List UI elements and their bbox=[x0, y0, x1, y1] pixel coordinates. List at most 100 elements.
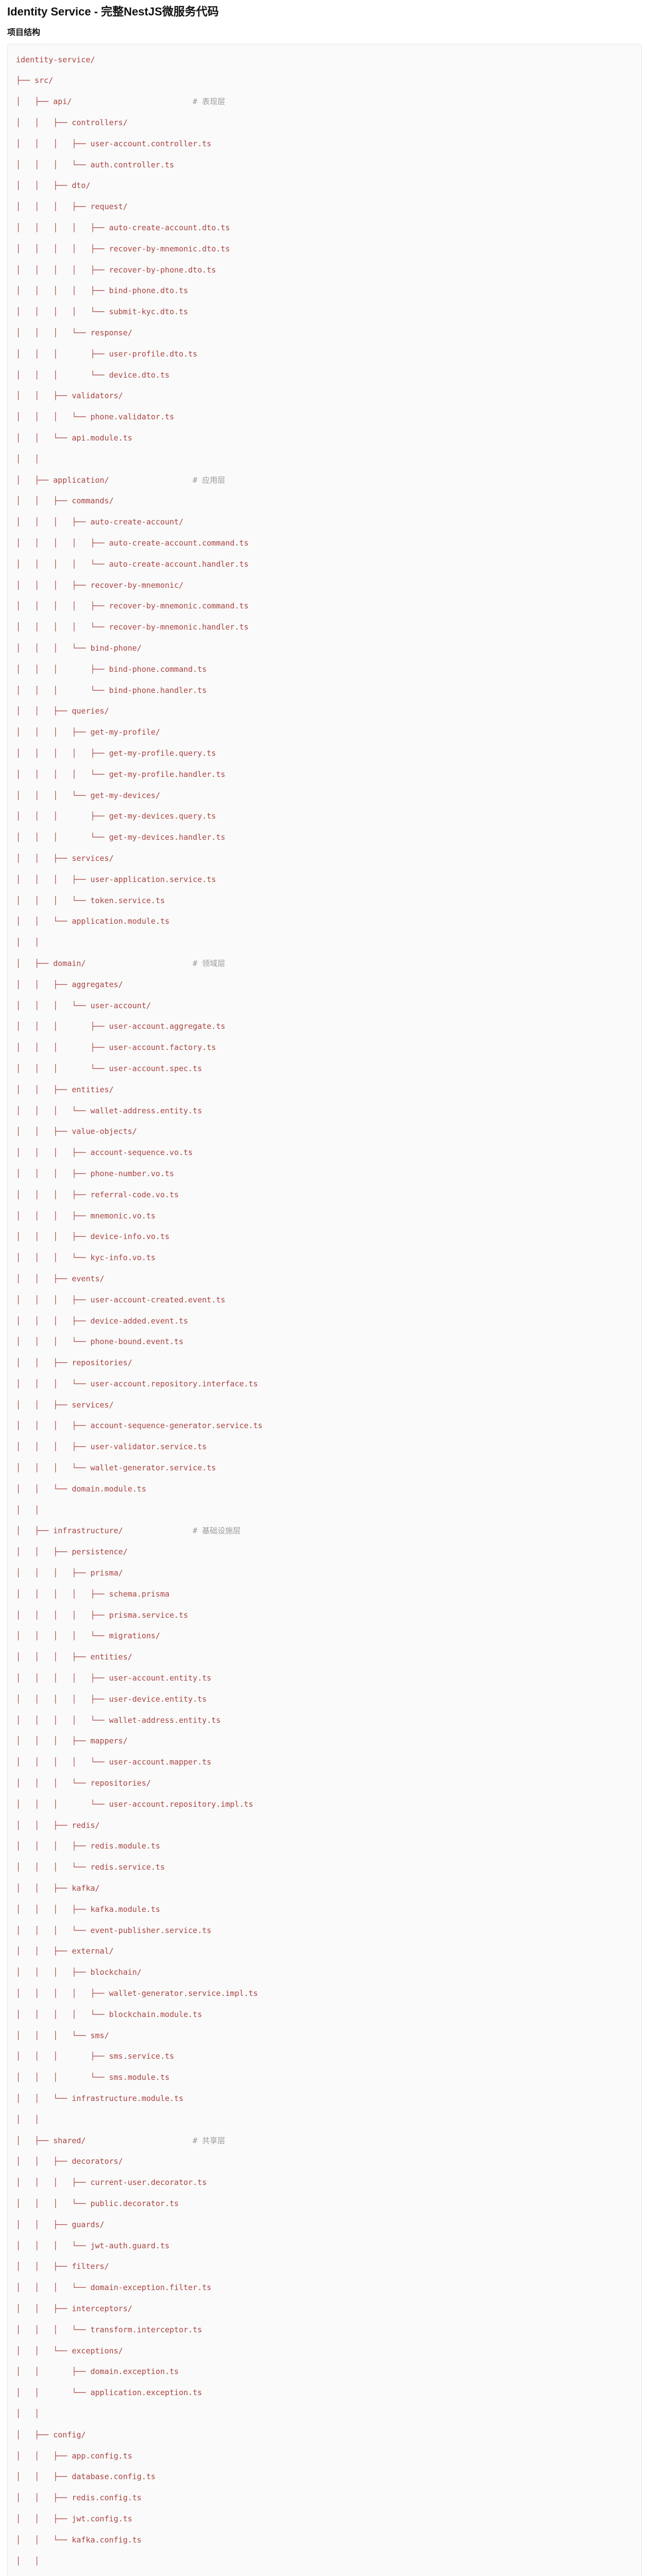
tree-line: │ │ │ └── wallet-generator.service.ts bbox=[16, 1463, 216, 1473]
tree-line: │ │ │ └── transform.interceptor.ts bbox=[16, 2325, 202, 2334]
tree-line: │ │ │ └── repositories/ bbox=[16, 1778, 151, 1788]
tree-line: │ │ │ ├── mnemonic.vo.ts bbox=[16, 1211, 156, 1221]
tree-line: │ │ ├── events/ bbox=[16, 1274, 105, 1283]
tree-line: │ │ ├── commands/ bbox=[16, 496, 114, 506]
tree-line: │ │ │ ├── current-user.decorator.ts bbox=[16, 2178, 207, 2188]
tree-line: │ │ └── api.module.ts bbox=[16, 433, 132, 443]
tree-comment: # 领域层 bbox=[193, 958, 226, 968]
tree-line: │ │ │ │ └── auto-create-account.handler.… bbox=[16, 559, 249, 569]
tree-line: │ │ │ └── event-publisher.service.ts bbox=[16, 1925, 212, 1935]
tree-line: │ │ │ └── response/ bbox=[16, 328, 132, 338]
tree-line: │ │ ├── jwt.config.ts bbox=[16, 2514, 132, 2523]
tree-line: │ │ │ │ ├── user-device.entity.ts bbox=[16, 1694, 207, 1704]
tree-line: │ │ ├── guards/ bbox=[16, 2219, 105, 2229]
tree-line: │ │ ├── external/ bbox=[16, 1946, 114, 1956]
tree-line: │ ├── infrastructure/ # 基础设施层 bbox=[16, 1526, 241, 1536]
tree-line: │ │ │ ├── referral-code.vo.ts bbox=[16, 1190, 179, 1199]
tree-line: │ │ ├── interceptors/ bbox=[16, 2303, 132, 2313]
tree-line: │ │ │ │ └── migrations/ bbox=[16, 1631, 160, 1641]
tree-line: │ ├── api/ # 表现层 bbox=[16, 97, 226, 107]
tree-line: │ │ │ ├── user-account.aggregate.ts bbox=[16, 1022, 226, 1031]
tree-line: │ │ │ ├── user-validator.service.ts bbox=[16, 1442, 207, 1452]
tree-line: │ │ │ ├── redis.module.ts bbox=[16, 1841, 160, 1851]
tree-line: │ │ │ ├── user-application.service.ts bbox=[16, 874, 216, 884]
tree-line: │ │ │ └── device.dto.ts bbox=[16, 370, 170, 380]
tree-line: │ │ │ ├── user-account-created.event.ts bbox=[16, 1295, 226, 1304]
tree-line: │ │ bbox=[16, 2114, 40, 2124]
tree-line: │ │ │ └── user-account.spec.ts bbox=[16, 1063, 202, 1073]
tree-line: │ │ │ └── user-account.repository.impl.t… bbox=[16, 1799, 253, 1809]
section-heading: 项目结构 bbox=[7, 28, 41, 37]
tree-line: │ │ └── application.exception.ts bbox=[16, 2388, 202, 2398]
tree-line: │ │ │ │ ├── recover-by-mnemonic.dto.ts bbox=[16, 244, 230, 253]
tree-line: │ │ │ │ ├── wallet-generator.service.imp… bbox=[16, 1989, 258, 1998]
tree-line: │ │ │ ├── entities/ bbox=[16, 1652, 132, 1662]
tree-line: │ │ ├── redis/ bbox=[16, 1820, 100, 1830]
tree-line: │ │ │ ├── device-info.vo.ts bbox=[16, 1232, 170, 1242]
tree-line: │ │ │ │ └── get-my-profile.handler.ts bbox=[16, 769, 226, 779]
tree-line: │ │ ├── services/ bbox=[16, 1400, 114, 1410]
tree-line: │ │ └── infrastructure.module.ts bbox=[16, 2093, 184, 2103]
tree-line: │ │ │ └── sms.module.ts bbox=[16, 2073, 170, 2082]
tree-line: │ │ │ ├── device-added.event.ts bbox=[16, 1316, 189, 1326]
tree-line: │ │ ├── redis.config.ts bbox=[16, 2493, 142, 2503]
tree-line: │ │ │ └── phone-bound.event.ts bbox=[16, 1337, 184, 1347]
tree-line: │ │ │ │ └── wallet-address.entity.ts bbox=[16, 1715, 221, 1725]
tree-line: │ │ │ └── domain-exception.filter.ts bbox=[16, 2283, 212, 2293]
tree-line: │ │ │ └── redis.service.ts bbox=[16, 1862, 165, 1872]
tree-line: │ │ ├── app.config.ts bbox=[16, 2451, 132, 2461]
tree-line: │ │ │ ├── account-sequence.vo.ts bbox=[16, 1148, 193, 1158]
tree-line: │ │ ├── value-objects/ bbox=[16, 1127, 137, 1137]
tree-line: │ │ │ └── auth.controller.ts bbox=[16, 160, 175, 170]
tree-line: │ │ │ │ ├── schema.prisma bbox=[16, 1589, 170, 1599]
tree-line: │ │ │ │ ├── recover-by-mnemonic.command.… bbox=[16, 601, 249, 611]
tree-line: │ │ └── domain.module.ts bbox=[16, 1484, 146, 1494]
tree-comment: # 应用层 bbox=[193, 475, 226, 485]
tree-line: │ │ │ ├── kafka.module.ts bbox=[16, 1904, 160, 1914]
tree-line: │ │ └── exceptions/ bbox=[16, 2346, 123, 2355]
tree-line: ├── src/ bbox=[16, 76, 54, 86]
tree-line: │ │ │ └── get-my-devices/ bbox=[16, 790, 160, 800]
tree-line: │ │ ├── database.config.ts bbox=[16, 2472, 156, 2482]
tree-line: │ │ │ ├── recover-by-mnemonic/ bbox=[16, 580, 184, 590]
tree-line: │ │ ├── kafka/ bbox=[16, 1884, 100, 1893]
tree-line: │ │ │ │ └── submit-kyc.dto.ts bbox=[16, 307, 189, 317]
tree-line: │ │ └── application.module.ts bbox=[16, 917, 170, 926]
tree-line: │ │ ├── persistence/ bbox=[16, 1547, 128, 1557]
tree-line: │ │ ├── dto/ bbox=[16, 181, 91, 191]
tree-line: │ │ bbox=[16, 938, 40, 947]
tree-line: │ │ │ │ ├── auto-create-account.dto.ts bbox=[16, 223, 230, 233]
tree-line: │ │ ├── decorators/ bbox=[16, 2157, 123, 2166]
tree-line: │ │ │ └── jwt-auth.guard.ts bbox=[16, 2241, 170, 2250]
tree-line: │ │ │ │ ├── recover-by-phone.dto.ts bbox=[16, 265, 216, 275]
tree-line: │ │ │ ├── user-profile.dto.ts bbox=[16, 349, 198, 359]
tree-line: │ │ ├── queries/ bbox=[16, 706, 109, 716]
tree-line: │ │ │ ├── get-my-devices.query.ts bbox=[16, 811, 216, 821]
tree-line: │ │ │ │ ├── user-account.entity.ts bbox=[16, 1673, 212, 1683]
tree-line: │ │ │ └── bind-phone.handler.ts bbox=[16, 685, 207, 695]
project-structure-code-block: identity-service/ ├── src/ │ ├── api/ # … bbox=[7, 43, 642, 2576]
tree-line: │ │ bbox=[16, 1505, 40, 1515]
tree-comment: # 共享层 bbox=[193, 2136, 226, 2145]
tree-line: │ │ │ ├── sms.service.ts bbox=[16, 2052, 175, 2061]
tree-comment: # 表现层 bbox=[193, 97, 226, 107]
tree-line: │ │ │ ├── auto-create-account/ bbox=[16, 517, 184, 527]
tree-line: │ │ │ ├── mappers/ bbox=[16, 1736, 128, 1746]
tree-line: │ │ │ └── bind-phone/ bbox=[16, 643, 142, 653]
tree-line: identity-service/ bbox=[16, 55, 95, 64]
tree-line: │ │ │ ├── bind-phone.command.ts bbox=[16, 664, 207, 674]
tree-line: │ ├── domain/ # 领域层 bbox=[16, 958, 226, 968]
tree-line: │ ├── application/ # 应用层 bbox=[16, 475, 226, 485]
tree-line: │ │ │ ├── phone-number.vo.ts bbox=[16, 1168, 175, 1178]
tree-line: │ ├── shared/ # 共享层 bbox=[16, 2136, 226, 2145]
tree-line: │ │ bbox=[16, 2556, 40, 2566]
tree-line: │ │ │ ├── account-sequence-generator.ser… bbox=[16, 1421, 263, 1431]
tree-line: │ │ │ ├── request/ bbox=[16, 202, 128, 212]
tree-line: │ │ │ └── token.service.ts bbox=[16, 895, 165, 905]
tree-line: │ │ bbox=[16, 454, 40, 464]
tree-line: │ │ └── kafka.config.ts bbox=[16, 2535, 142, 2545]
tree-line: │ │ │ └── phone.validator.ts bbox=[16, 412, 175, 422]
tree-line: │ │ ├── controllers/ bbox=[16, 118, 128, 128]
